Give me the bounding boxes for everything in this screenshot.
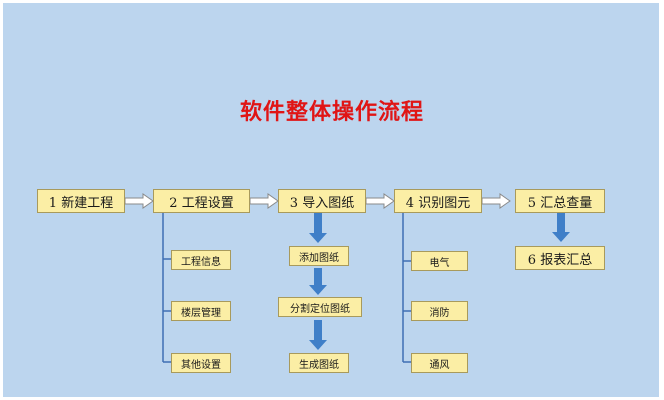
step-4-sub-1: 电气: [411, 251, 468, 271]
flow-arrow-4-5: [481, 193, 511, 209]
step-2-sub-3: 其他设置: [171, 353, 231, 373]
flow-arrow-2-3: [249, 193, 279, 209]
connector-step-4: [402, 213, 411, 363]
step-4-sub-3: 通风: [411, 353, 468, 373]
down-arrow-3a: [309, 213, 327, 243]
flow-arrow-3-4: [365, 193, 395, 209]
step-5-box: 5 汇总查量: [515, 189, 605, 213]
down-arrow-3b: [309, 268, 327, 295]
down-arrow-5: [552, 213, 570, 242]
step-1-box: 1 新建工程: [37, 189, 125, 213]
step-3-sub-3: 生成图纸: [289, 353, 349, 373]
down-arrow-3c: [309, 320, 327, 350]
step-2-sub-2: 楼层管理: [171, 301, 231, 321]
step-2-box: 2 工程设置: [153, 189, 250, 213]
step-4-box: 4 识别图元: [394, 189, 482, 213]
diagram-title: 软件整体操作流程: [239, 99, 424, 125]
flow-arrow-1-2: [124, 193, 154, 209]
step-4-sub-2: 消防: [411, 301, 468, 321]
connector-step-2: [162, 213, 171, 363]
step-3-sub-2: 分割定位图纸: [278, 297, 362, 317]
step-6-box: 6 报表汇总: [515, 246, 605, 270]
step-3-box: 3 导入图纸: [278, 189, 366, 213]
step-2-sub-1: 工程信息: [171, 250, 231, 270]
step-3-sub-1: 添加图纸: [289, 246, 349, 266]
